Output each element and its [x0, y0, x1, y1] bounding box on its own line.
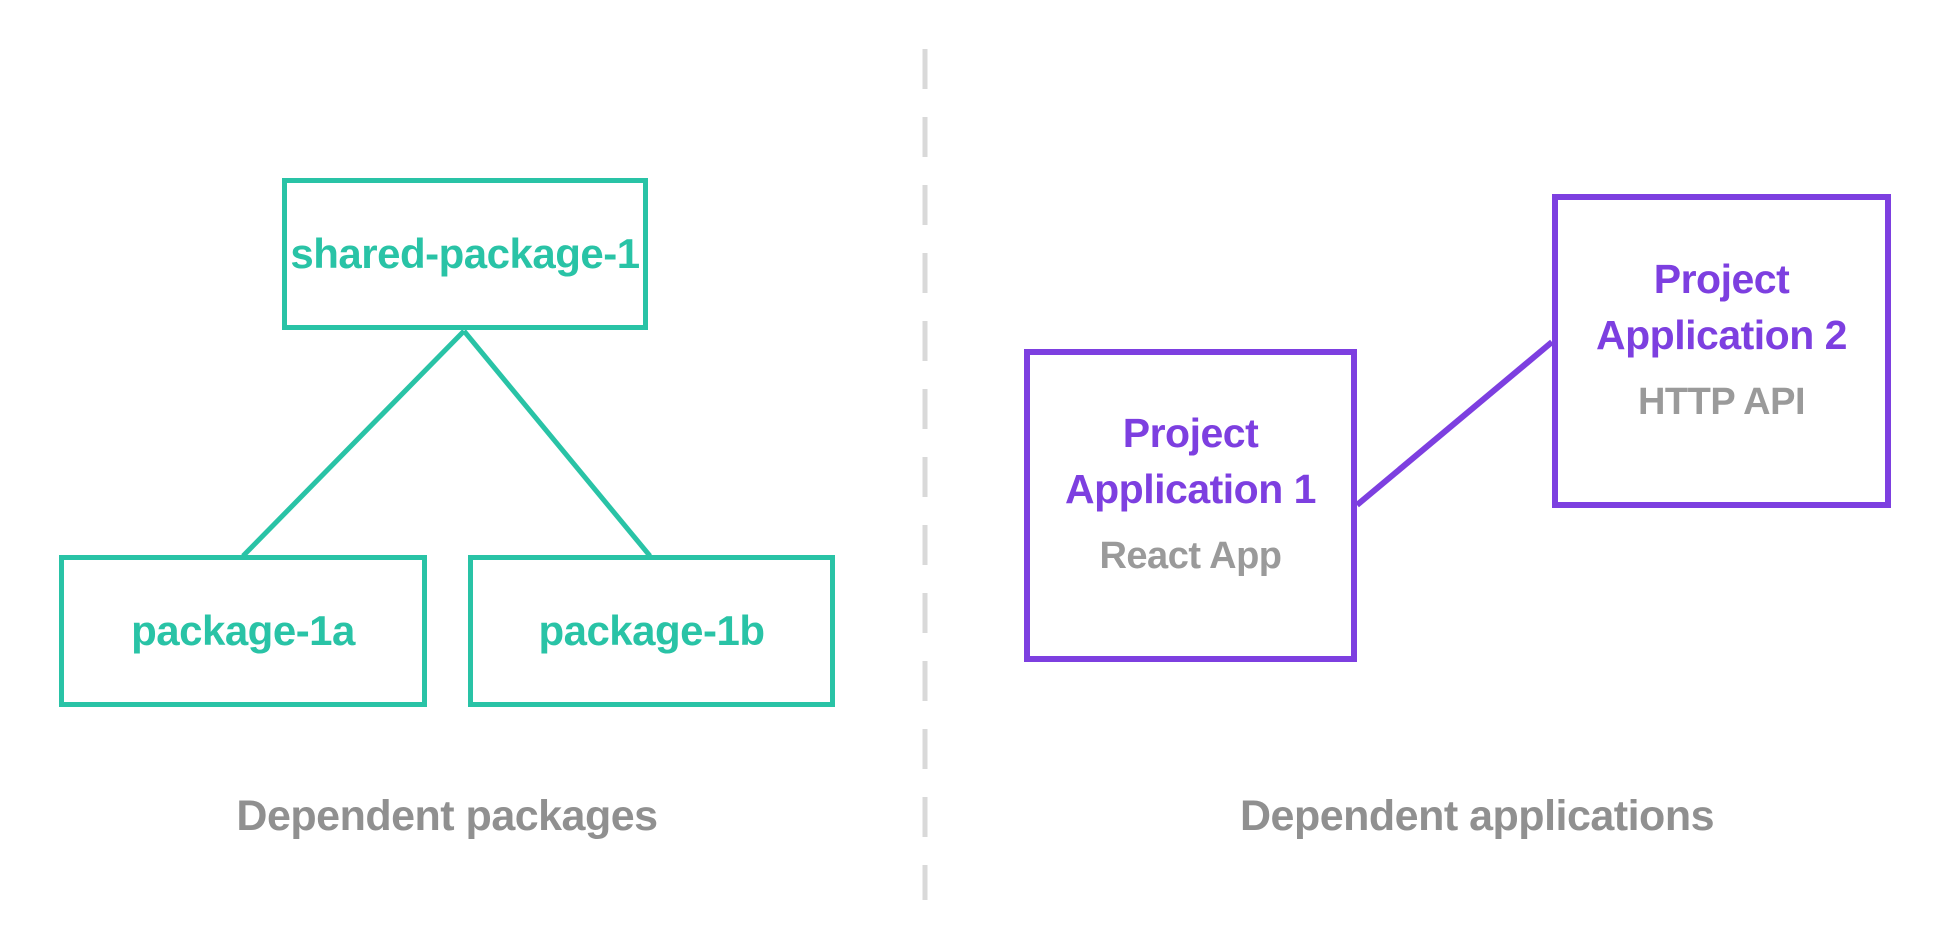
- node-package-1a-label: package-1a: [131, 607, 355, 654]
- node-package-1b: package-1b: [468, 555, 835, 707]
- node-project-application-1-subtitle: React App: [1099, 535, 1282, 577]
- node-project-application-2-subtitle: HTTP API: [1637, 380, 1806, 423]
- node-project-application-2: Project Application 2 HTTP API: [1552, 194, 1891, 508]
- node-project-application-2-title-line2: Application 2: [1596, 311, 1847, 358]
- node-package-1a: package-1a: [59, 555, 427, 707]
- edge-shared-package-1-to-package-1a: [241, 329, 466, 558]
- edge-shared-package-1-to-package-1b: [462, 329, 652, 558]
- node-shared-package-1-label: shared-package-1: [290, 230, 640, 277]
- node-package-1b-label: package-1b: [538, 607, 765, 654]
- node-project-application-2-title: Project Application 2: [1596, 251, 1847, 363]
- node-project-application-1-title-line1: Project: [1122, 410, 1259, 456]
- node-project-application-2-title-line1: Project: [1653, 255, 1790, 302]
- node-project-application-1-title-line2: Application 1: [1065, 466, 1316, 512]
- edge-application-1-to-application-2: [1355, 339, 1554, 508]
- node-project-application-1-title: Project Application 1: [1065, 405, 1316, 517]
- node-project-application-1: Project Application 1 React App: [1024, 349, 1357, 662]
- right-diagram-caption: Dependent applications: [1239, 792, 1715, 840]
- node-shared-package-1: shared-package-1: [282, 178, 648, 330]
- left-diagram-caption: Dependent packages: [236, 792, 658, 840]
